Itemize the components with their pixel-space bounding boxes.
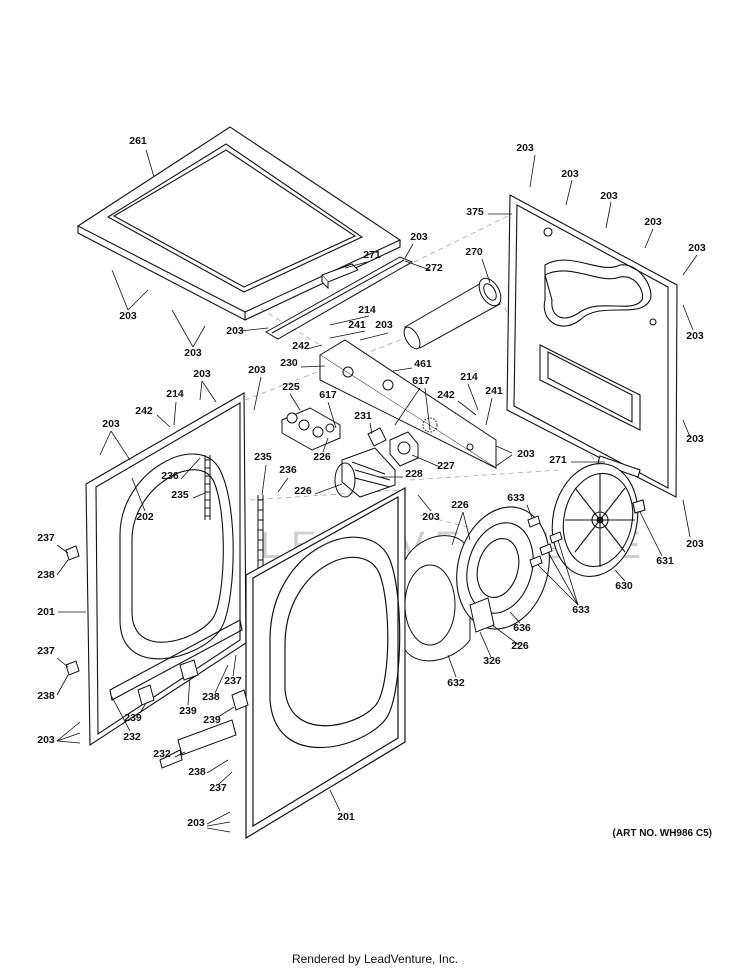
part-number-label: 201 — [37, 606, 55, 618]
part-number-label: 239 — [179, 705, 197, 717]
top-rail-part — [264, 256, 414, 340]
part-number-label: 203 — [516, 142, 534, 154]
part-number-label: 232 — [123, 731, 141, 743]
part-number-label: 214 — [358, 304, 376, 316]
part-number-label: 225 — [282, 381, 300, 393]
part-number-label: 226 — [313, 451, 331, 463]
part-number-label: 271 — [363, 249, 381, 261]
part-number-label: 203 — [226, 325, 244, 337]
part-number-label: 270 — [465, 246, 483, 258]
part-number-label: 201 — [337, 811, 355, 823]
part-number-label: 226 — [451, 499, 469, 511]
part-number-label: 236 — [161, 470, 179, 482]
part-number-label: 230 — [280, 357, 298, 369]
part-number-label: 242 — [135, 405, 153, 417]
control-bracket-part — [319, 339, 497, 469]
part-number-label: 630 — [615, 580, 633, 592]
part-number-label: 631 — [656, 555, 674, 567]
part-number-label: 203 — [102, 418, 120, 430]
part-number-label: 633 — [507, 492, 525, 504]
screw-part — [527, 515, 563, 568]
exhaust-duct-part — [403, 277, 502, 350]
heater-housing-part — [334, 447, 396, 498]
part-number-label: 238 — [37, 690, 55, 702]
water-valve-part — [281, 407, 341, 451]
rear-panel-part — [506, 194, 678, 498]
part-number-label: 232 — [153, 748, 171, 760]
part-number-label: 203 — [375, 319, 393, 331]
part-number-label: 272 — [425, 262, 443, 274]
part-number-label: 203 — [600, 190, 618, 202]
part-number-label: 203 — [686, 538, 704, 550]
part-number-label: 214 — [460, 371, 478, 383]
part-number-label: 636 — [513, 622, 531, 634]
part-number-label: 241 — [348, 319, 366, 331]
part-number-label: 237 — [224, 675, 242, 687]
cabinet-side-panel-part — [85, 392, 247, 747]
part-number-label: 203 — [561, 168, 579, 180]
part-number-label: 203 — [248, 364, 266, 376]
part-number-label: 241 — [485, 385, 503, 397]
part-number-label: 203 — [517, 448, 535, 460]
blower-wheel-part — [551, 463, 646, 577]
part-number-label: 236 — [279, 464, 297, 476]
part-number-label: 235 — [171, 489, 189, 501]
part-number-label: 203 — [410, 231, 428, 243]
bearing-bracket-part — [469, 597, 495, 633]
lower-bracket-part — [65, 545, 249, 769]
part-number-label: 227 — [437, 460, 455, 472]
part-number-label: 261 — [129, 135, 147, 147]
part-number-label: 239 — [203, 714, 221, 726]
part-number-label: 271 — [549, 454, 567, 466]
part-number-label: 203 — [193, 368, 211, 380]
part-number-label: 242 — [292, 340, 310, 352]
part-number-label: 375 — [466, 206, 484, 218]
leader-lines — [56, 149, 698, 833]
art-number: (ART NO. WH986 C5) — [612, 828, 712, 839]
part-number-label: 202 — [136, 511, 154, 523]
part-number-label: 203 — [187, 817, 205, 829]
part-number-label: 326 — [483, 655, 501, 667]
part-number-label: 461 — [414, 358, 432, 370]
part-number-label: 203 — [422, 511, 440, 523]
part-number-label: 203 — [184, 347, 202, 359]
part-number-label: 203 — [119, 310, 137, 322]
suspension-spring-part — [204, 455, 264, 570]
part-number-label: 239 — [124, 712, 142, 724]
part-number-label: 214 — [166, 388, 184, 400]
part-number-label: 203 — [686, 433, 704, 445]
front-panel-part — [245, 486, 406, 840]
part-number-label: 237 — [37, 532, 55, 544]
part-number-label: 226 — [294, 485, 312, 497]
part-number-label: 237 — [209, 782, 227, 794]
control-module-part — [367, 427, 419, 467]
part-number-label: 617 — [412, 375, 430, 387]
part-number-label: 235 — [254, 451, 272, 463]
part-number-label: 238 — [37, 569, 55, 581]
part-number-label: 231 — [354, 410, 372, 422]
part-number-label: 203 — [686, 330, 704, 342]
part-number-label: 633 — [572, 604, 590, 616]
part-number-label: 203 — [37, 734, 55, 746]
part-number-label: 226 — [511, 640, 529, 652]
part-number-label: 238 — [188, 766, 206, 778]
part-number-labels: 261 203 203 203 375 203 203 270 203 271 272 203 214 2… — [37, 135, 706, 829]
part-number-label: 617 — [319, 389, 337, 401]
part-number-label: 238 — [202, 691, 220, 703]
part-number-label: 203 — [688, 242, 706, 254]
footer-credit: Rendered by LeadVenture, Inc. — [291, 952, 459, 966]
top-cover-part — [76, 126, 402, 321]
part-number-label: 237 — [37, 645, 55, 657]
part-number-label: 203 — [644, 216, 662, 228]
part-number-label: 242 — [437, 389, 455, 401]
part-number-label: 228 — [405, 468, 423, 480]
part-number-label: 632 — [447, 677, 465, 689]
